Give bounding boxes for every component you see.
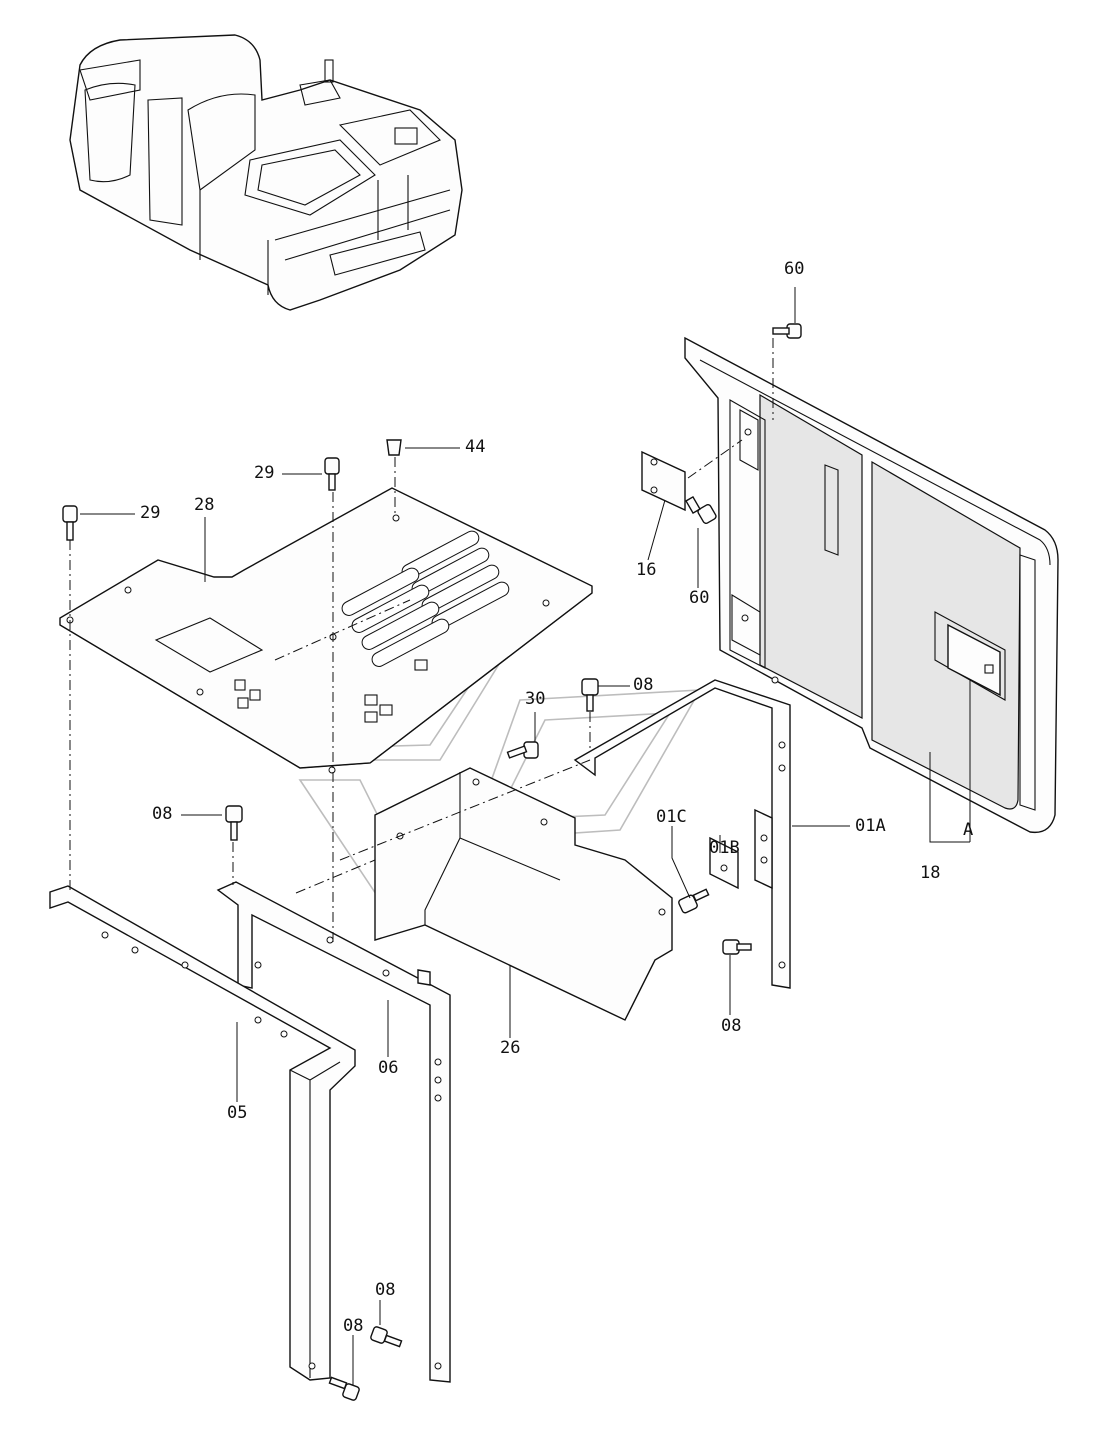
grommet-44 [386,439,402,456]
bolt-08-bottom-1 [370,1326,403,1348]
bolt-60-mid [685,495,717,525]
bracket-01A [573,679,791,989]
label-08-bottom-1: 08 [375,1280,396,1300]
label-08-top: 08 [633,675,654,695]
label-08-bottom-2: 08 [343,1316,364,1336]
cover-28 [59,487,593,774]
bolt-29-right [324,457,340,491]
label-29-right: 29 [254,463,275,483]
label-08-left: 08 [152,804,173,824]
label-01A: 01A [855,816,886,836]
leader-lines [80,287,971,1385]
label-28: 28 [194,495,215,515]
plate-26 [374,767,673,1021]
bolt-08-bottom-2 [328,1376,360,1401]
label-01C: 01C [656,807,687,827]
label-08-right: 08 [721,1016,742,1036]
label-26: 26 [500,1038,521,1058]
label-30: 30 [525,689,546,709]
label-60-top: 60 [784,259,805,279]
frame-06 [216,881,451,1383]
label-60-mid: 60 [689,588,710,608]
seat-cover-18 [641,336,1059,834]
excavator-overview [69,34,463,311]
label-06: 06 [378,1058,399,1078]
bolt-01C [678,888,710,914]
bolt-08-left [225,805,243,841]
bolt-08-top [581,678,599,712]
label-18: 18 [920,863,941,883]
bracket-01B [709,836,739,890]
label-16: 16 [636,560,657,580]
label-29-left: 29 [140,503,161,523]
bolt-29-left [62,505,78,541]
label-44: 44 [465,437,486,457]
bolt-30 [506,741,539,759]
frame-05 [49,885,356,1381]
alignment-lines [69,338,774,945]
label-01B: 01B [709,838,740,858]
label-A: A [963,820,974,840]
label-05: 05 [227,1103,248,1123]
bolt-08-right [722,939,752,955]
bolt-60-top [772,323,802,339]
